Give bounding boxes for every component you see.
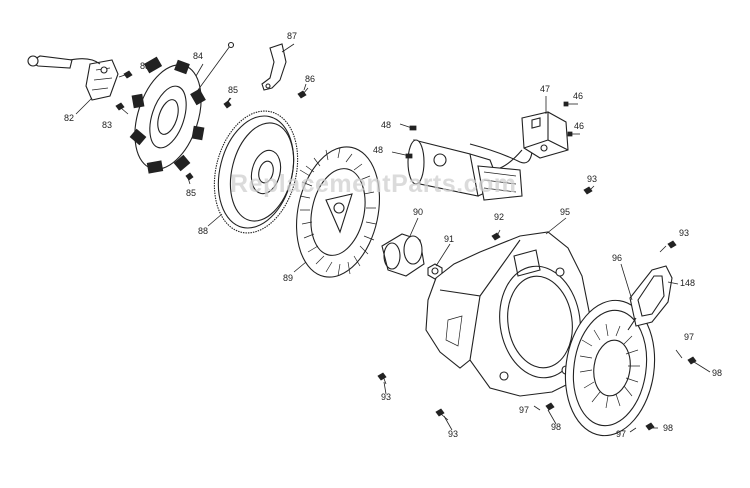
screw-85-bottom [185,172,194,185]
callout-95: 95 [560,207,571,217]
screw-46-b [567,131,580,137]
callout-97-right: 97 [684,332,695,342]
screw-93-upper [583,186,593,195]
callout-97-bottom: 97 [616,429,627,439]
callout-48-top: 48 [381,120,392,130]
callout-93-right: 93 [679,228,690,238]
bolt-48-b [391,151,413,159]
callout-85-bottom: 85 [186,188,197,198]
screw-46-a [563,101,578,107]
callout-97-mid: 97 [519,405,530,415]
recoil-starter [564,299,656,437]
pin-97-mid [533,405,541,411]
screw-85-top [223,97,232,109]
starter-motor [407,139,533,201]
leader-lines [75,43,711,431]
watermark: ReplacementParts.com [230,170,517,198]
callout-90: 90 [413,207,424,217]
starter-cup [381,233,425,277]
blower-housing [425,231,591,397]
screw-98-right [687,356,697,365]
screw-93-left [377,372,387,385]
callout-96: 96 [612,253,623,263]
callout-48-bottom: 48 [373,145,384,155]
callout-46-bottom: 46 [574,121,585,131]
callout-84: 84 [193,51,204,61]
screw-93-bottom [435,408,449,421]
ignition-coil [27,55,119,101]
starter-solenoid [499,111,569,169]
callout-92: 92 [494,212,505,222]
callout-89: 89 [283,273,294,283]
callout-98-mid: 98 [551,422,562,432]
bolt-48-a [399,123,417,131]
callout-88: 88 [198,226,209,236]
screw-83-b [115,102,129,115]
callout-98-right: 98 [712,368,723,378]
stator [129,41,235,174]
pin-97-right [675,349,683,359]
callout-148: 148 [680,278,696,288]
flywheel [213,110,299,234]
callout-83-top: 83 [140,61,151,71]
callout-93-upper: 93 [587,174,598,184]
callout-93-left: 93 [381,392,392,402]
screw-93-right [659,240,677,253]
pin-97-bottom [629,427,637,433]
bracket-87 [261,43,287,91]
callout-46-top: 46 [573,91,584,101]
screw-98-mid [545,402,555,411]
callout-91: 91 [444,234,455,244]
screw-83-a [118,70,133,79]
callout-98-bottom: 98 [663,423,674,433]
callout-87: 87 [287,31,298,41]
screw-86 [297,87,309,99]
cooling-fan [295,146,381,278]
callout-86: 86 [305,74,316,84]
screw-92 [491,229,501,241]
callout-83-bottom: 83 [102,120,113,130]
starter-handle [627,265,673,331]
callout-47: 47 [540,84,551,94]
callout-82: 82 [64,113,75,123]
screw-98-bottom [645,422,655,431]
callout-85-top: 85 [228,85,239,95]
callout-93-bottom: 93 [448,429,459,439]
